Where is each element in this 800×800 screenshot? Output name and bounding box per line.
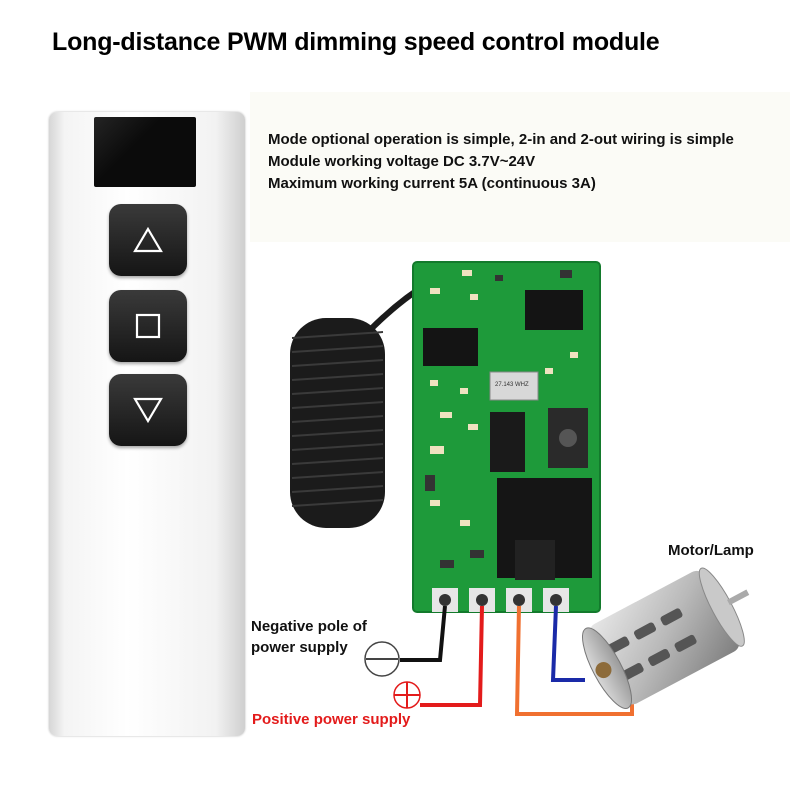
antenna-coil <box>290 279 432 528</box>
remote-down-button[interactable] <box>109 374 187 446</box>
remote-screen <box>94 117 196 187</box>
positive-wire <box>420 605 484 707</box>
terminal-pads <box>432 588 569 612</box>
down-triangle-icon <box>133 397 163 423</box>
remote-control <box>49 112 245 736</box>
negative-label-line2: power supply <box>251 639 348 656</box>
spec-line-voltage: Module working voltage DC 3.7V~24V <box>268 153 536 170</box>
motor-wire-blue <box>550 605 585 682</box>
pcb-module: 27.143 WHZ <box>412 261 601 613</box>
minus-symbol-icon <box>364 641 400 677</box>
stop-square-icon <box>135 313 161 339</box>
remote-up-button[interactable] <box>109 204 187 276</box>
crystal-label: 27.143 WHZ <box>495 382 529 388</box>
spec-line-current: Maximum working current 5A (continuous 3… <box>268 175 596 192</box>
negative-label-line1: Negative pole of <box>251 618 367 635</box>
spec-box <box>250 92 790 242</box>
motor-lamp-label: Motor/Lamp <box>668 542 754 559</box>
negative-wire <box>400 605 447 662</box>
motor-wire-orange <box>514 605 634 716</box>
page-title: Long-distance PWM dimming speed control … <box>52 28 660 56</box>
plus-symbol-icon <box>393 681 421 709</box>
remote-stop-button[interactable] <box>109 290 187 362</box>
motor-illustration <box>582 567 750 709</box>
spec-line-mode: Mode optional operation is simple, 2-in … <box>268 131 734 148</box>
positive-label: Positive power supply <box>252 711 411 728</box>
up-triangle-icon <box>133 227 163 253</box>
